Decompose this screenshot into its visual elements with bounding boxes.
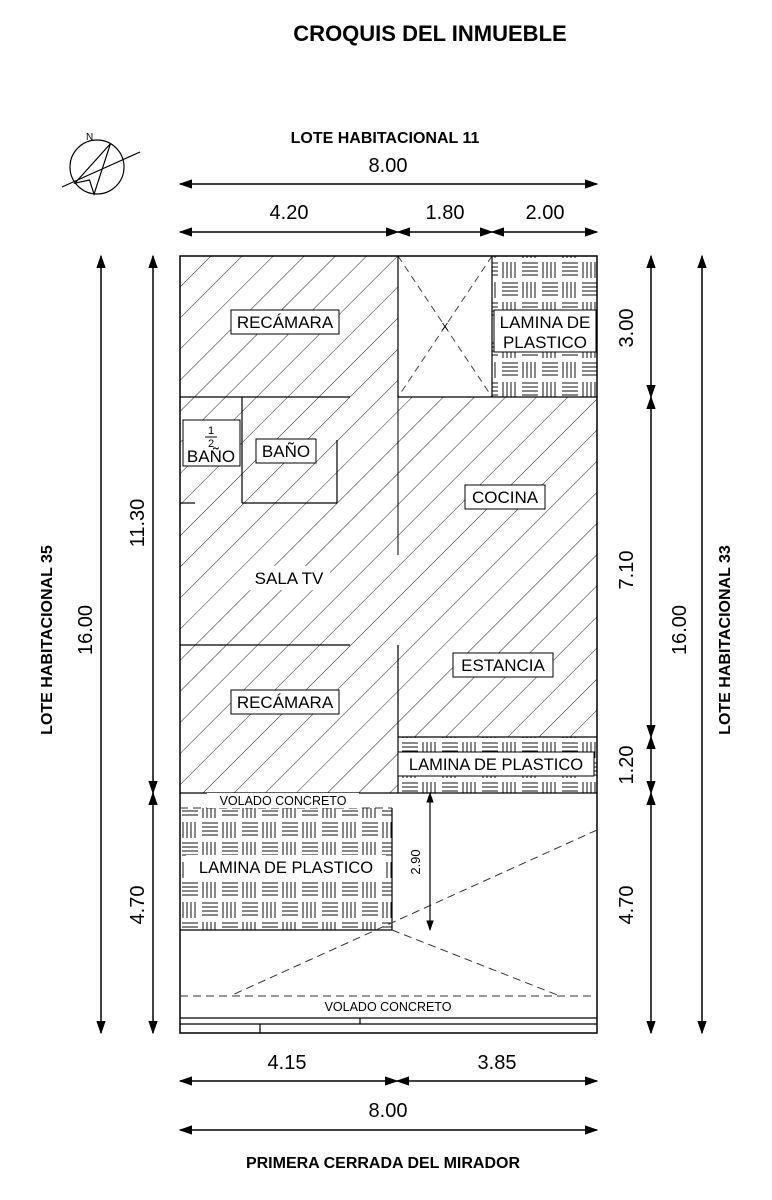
neighbor-left-label: LOTE HABITACIONAL 35 (39, 545, 56, 735)
svg-text:COCINA: COCINA (472, 488, 539, 507)
svg-text:BAÑO: BAÑO (187, 447, 235, 466)
svg-text:16.00: 16.00 (75, 605, 97, 655)
neighbor-bottom-label: PRIMERA CERRADA DEL MIRADOR (246, 1155, 521, 1172)
neighbor-top-label: LOTE HABITACIONAL 11 (291, 130, 480, 147)
dimension-left-segments: 11.30 4.70 (127, 254, 158, 1035)
svg-text:LAMINA DE: LAMINA DE (500, 313, 591, 332)
dimension-right-seg-3: 1.20 (616, 746, 638, 785)
dimension-bottom-segments: 4.15 3.85 (178, 1052, 599, 1086)
page-title: CROQUIS DEL INMUEBLE (293, 21, 566, 46)
svg-text:BAÑO: BAÑO (262, 442, 310, 461)
svg-text:8.00: 8.00 (369, 1100, 408, 1122)
dimension-top-seg-2: 1.80 (426, 202, 465, 224)
dimension-bottom-total: 8.00 (178, 1100, 599, 1135)
svg-text:ESTANCIA: ESTANCIA (461, 656, 545, 675)
svg-text:2.90: 2.90 (408, 849, 423, 874)
dimension-garage-height: 2.90 (408, 791, 434, 932)
dimension-left-upper: 11.30 (127, 499, 149, 548)
north-arrow-icon: N (61, 132, 141, 197)
dimension-left-total: 16.00 (75, 254, 106, 1035)
room-label-volado-bottom: VOLADO CONCRETO (312, 998, 464, 1014)
svg-text:2: 2 (208, 438, 214, 450)
room-label-cocina: COCINA (464, 484, 546, 510)
dimension-bottom-seg-1: 4.15 (268, 1052, 307, 1074)
svg-text:LAMINA DE PLASTICO: LAMINA DE PLASTICO (199, 859, 373, 877)
dimension-top-total: 8.00 (178, 155, 599, 189)
svg-text:1: 1 (208, 425, 214, 437)
room-label-bath: BAÑO (255, 438, 317, 464)
room-label-sala-tv: SALA TV (248, 566, 330, 590)
svg-text:VOLADO CONCRETO: VOLADO CONCRETO (325, 1000, 452, 1014)
room-label-estancia: ESTANCIA (452, 652, 554, 678)
open-void: X (397, 255, 493, 398)
svg-text:16.00: 16.00 (669, 605, 691, 655)
dimension-left-lower: 4.70 (127, 886, 149, 925)
svg-text:RECÁMARA: RECÁMARA (237, 313, 334, 332)
dimension-top-seg-3: 2.00 (526, 202, 565, 224)
hatched-interior (180, 256, 597, 793)
svg-text:VOLADO CONCRETO: VOLADO CONCRETO (220, 794, 347, 808)
dimension-right-seg-2: 7.10 (616, 551, 638, 590)
room-label-lamina-middle: LAMINA DE PLASTICO (397, 751, 595, 777)
room-label-half-bath: 1 2 BAÑO (182, 419, 241, 467)
north-letter: N (86, 132, 93, 143)
room-label-recamara-top: RECÁMARA (230, 309, 340, 335)
room-label-recamara-bottom: RECÁMARA (230, 689, 340, 715)
room-label-lamina-top: LAMINA DE PLASTICO (493, 309, 597, 353)
svg-text:8.00: 8.00 (369, 155, 408, 177)
svg-text:SALA TV: SALA TV (255, 569, 324, 588)
svg-text:PLASTICO: PLASTICO (503, 333, 587, 352)
dimension-top-seg-1: 4.20 (270, 202, 309, 224)
dimension-right-segments: 3.00 7.10 1.20 4.70 (616, 254, 656, 1035)
dimension-top-segments: 4.20 1.80 2.00 (178, 202, 599, 237)
svg-text:LAMINA DE PLASTICO: LAMINA DE PLASTICO (409, 756, 583, 774)
svg-text:RECÁMARA: RECÁMARA (237, 693, 334, 712)
room-label-lamina-bottom: LAMINA DE PLASTICO (186, 855, 386, 879)
room-label-volado-top: VOLADO CONCRETO (207, 793, 359, 808)
dimension-right-seg-1: 3.00 (616, 309, 638, 348)
dimension-bottom-seg-2: 3.85 (478, 1052, 517, 1074)
interior-walls (180, 256, 597, 1033)
svg-text:X: X (442, 322, 449, 333)
neighbor-right-label: LOTE HABITACIONAL 33 (717, 545, 734, 735)
dimension-right-seg-4: 4.70 (616, 886, 638, 925)
dimension-right-total: 16.00 (669, 254, 707, 1035)
